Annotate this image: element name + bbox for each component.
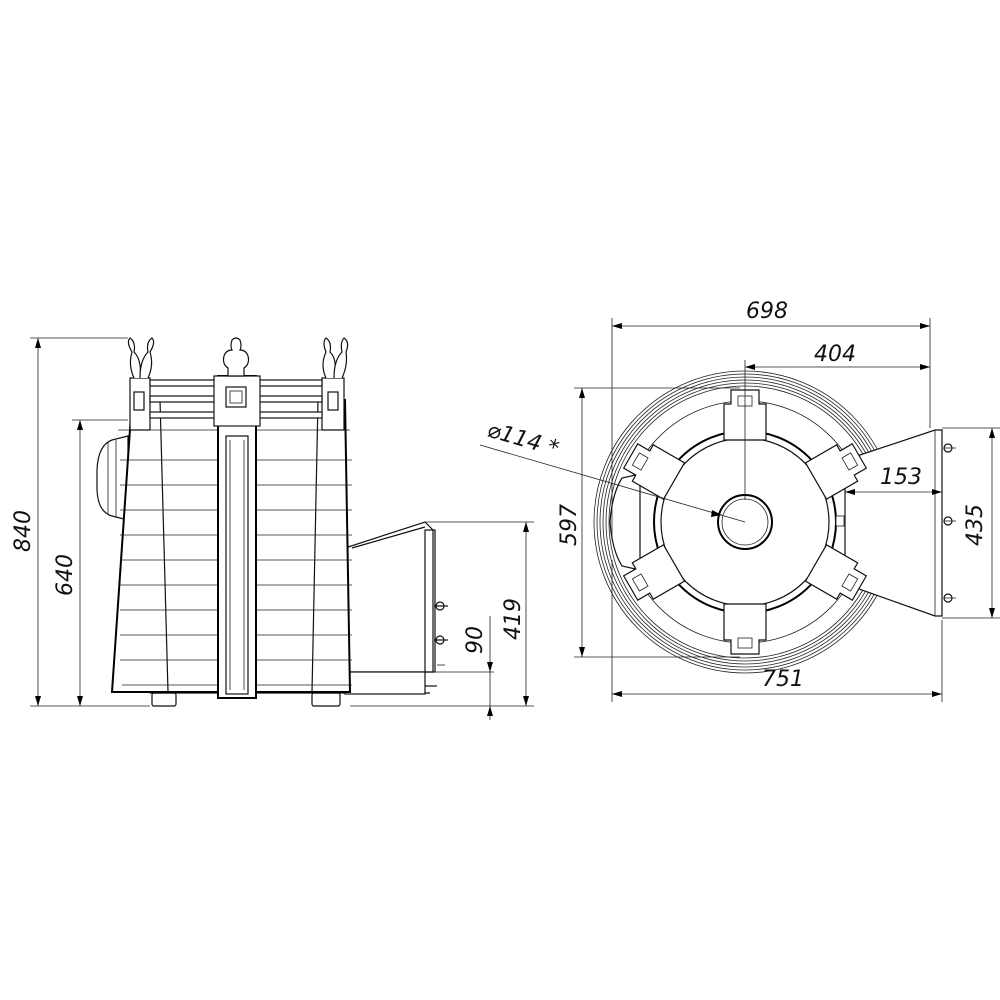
dim-door-depth: 153: [880, 465, 922, 490]
dim-overall-depth: 597: [557, 504, 582, 546]
side-door: [96, 435, 129, 521]
dim-center-offset: 404: [814, 342, 856, 367]
dim-firebox-height: 419: [501, 598, 526, 640]
dim-flue-diameter: ⌀114 *: [484, 418, 561, 462]
dim-total-width: 751: [762, 667, 804, 692]
base-foot-left: [151, 692, 177, 707]
firebox-door-top: [844, 429, 956, 617]
nub: [835, 515, 845, 527]
dim-total-height: 840: [11, 510, 36, 552]
post-brackets: [622, 389, 868, 655]
side-view: [96, 337, 448, 707]
dim-door-width: 435: [963, 504, 988, 546]
side-view-dimensions: 840 640 419 90: [11, 337, 534, 720]
top-view: [593, 370, 956, 674]
firebox-tunnel: [344, 521, 448, 695]
post-center: [213, 337, 261, 699]
base-foot-right: [311, 692, 341, 707]
post-right: [321, 337, 349, 431]
post-left: [127, 337, 155, 431]
dim-body-height: 640: [53, 554, 78, 596]
dome-top: [609, 473, 641, 571]
dim-overall-width: 698: [746, 299, 788, 324]
dim-base-height: 90: [463, 626, 488, 654]
